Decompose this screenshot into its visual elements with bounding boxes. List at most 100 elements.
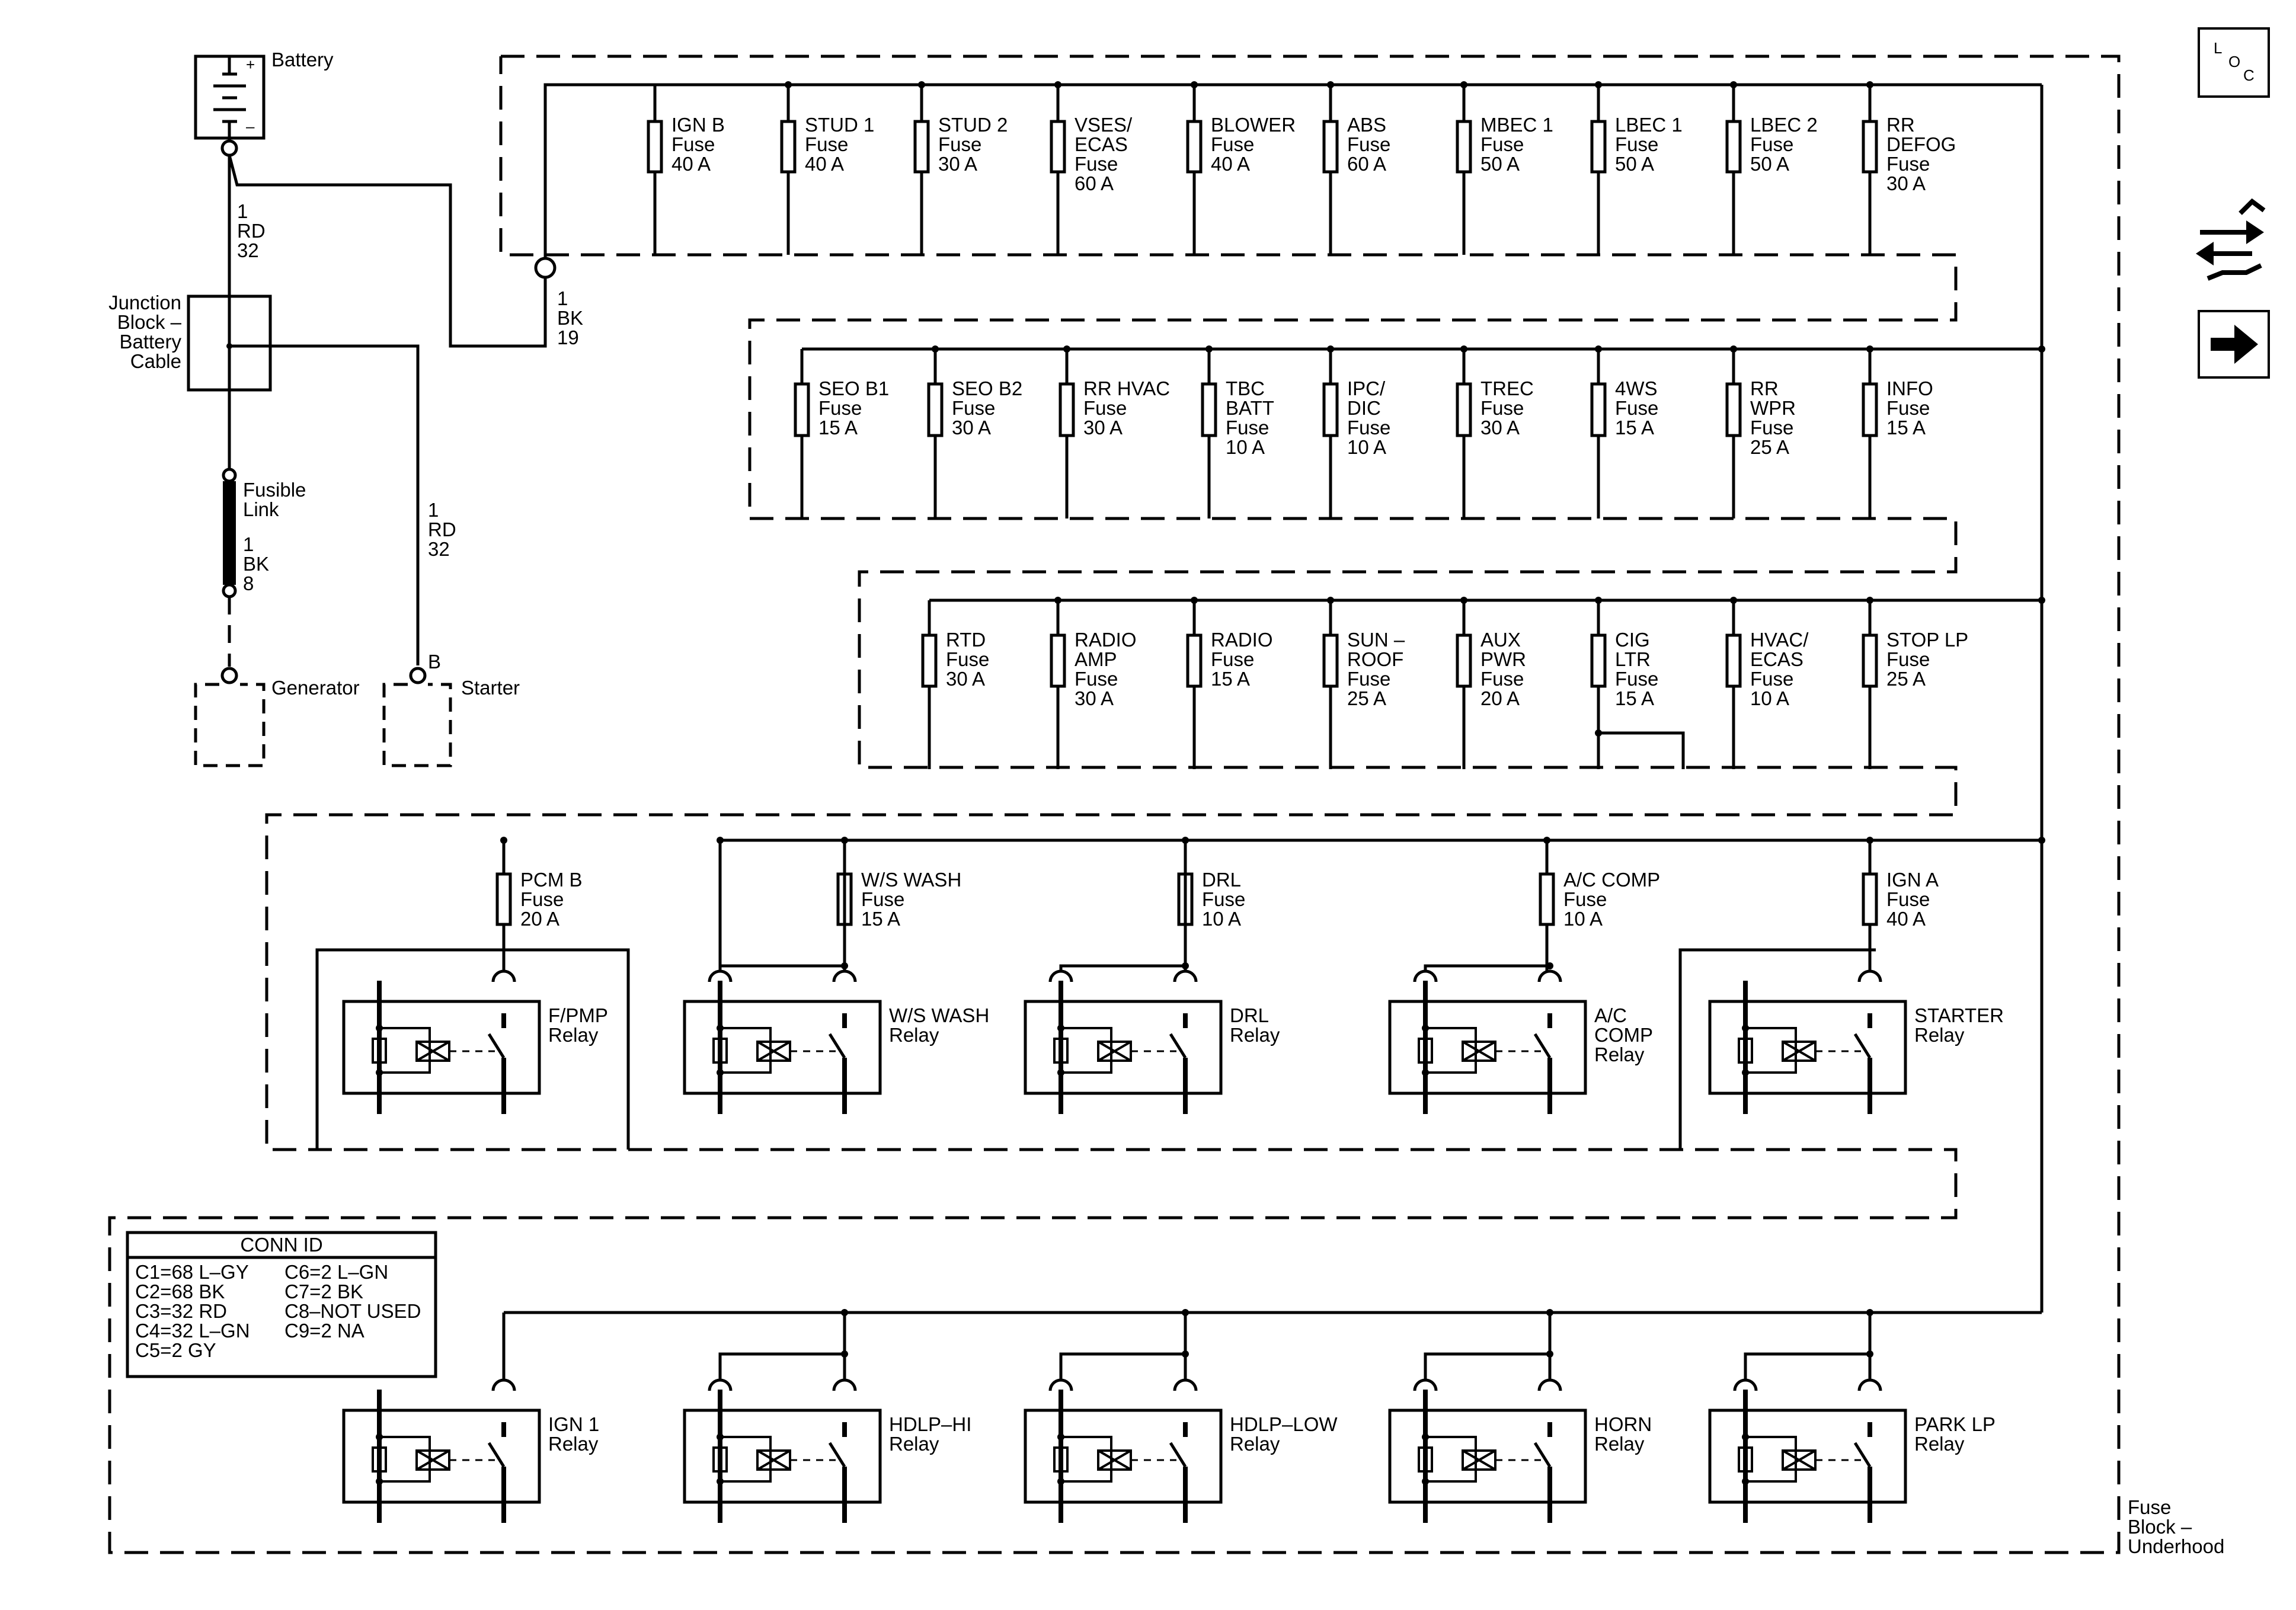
- fuse-label: HVAC/: [1750, 629, 1809, 651]
- fuse-label: 30 A: [946, 668, 985, 690]
- fuse-label: RR: [1886, 114, 1915, 136]
- fuse-label: Fuse: [1347, 133, 1390, 155]
- relay-label: Relay: [1914, 1433, 1965, 1455]
- fuse-label: 10 A: [1347, 436, 1386, 458]
- svg-text:C4=32 L–GN: C4=32 L–GN: [135, 1320, 250, 1342]
- svg-text:Link: Link: [243, 498, 279, 520]
- fuse-label: RTD: [946, 629, 986, 651]
- battery-minus-label: –: [246, 117, 255, 135]
- fuse-label: WPR: [1750, 397, 1796, 419]
- fuse-label: 50 A: [1615, 153, 1654, 175]
- starter-label: Starter: [461, 677, 520, 699]
- fuse-label: IGN B: [671, 114, 725, 136]
- fuse-label: DIC: [1347, 397, 1381, 419]
- fuse-label: ECAS: [1075, 133, 1128, 155]
- fuse-label: Fuse: [1202, 888, 1245, 910]
- relay-label: HDLP–HI: [889, 1413, 971, 1435]
- fuse-label: 4WS: [1615, 377, 1658, 399]
- starter-component: Starter: [382, 667, 520, 767]
- relay-label: Relay: [1230, 1433, 1280, 1455]
- fuse-label: ECAS: [1750, 648, 1803, 670]
- cig-ltr-jumper: [1595, 729, 1685, 769]
- relay-label: Relay: [1594, 1044, 1645, 1065]
- fuse-label: 15 A: [818, 417, 858, 438]
- svg-text:Underhood: Underhood: [2128, 1535, 2224, 1557]
- fuse-label: Fuse: [1083, 397, 1127, 419]
- svg-text:8: 8: [243, 572, 254, 594]
- fuse-label: 20 A: [1480, 687, 1520, 709]
- fuse-label: ROOF: [1347, 648, 1403, 670]
- battery-label: Battery: [271, 49, 334, 71]
- svg-text:1: 1: [237, 200, 248, 222]
- svg-text:BK: BK: [243, 553, 269, 575]
- fuse-label: 30 A: [938, 153, 977, 175]
- generator-component: Generator: [194, 677, 360, 767]
- fuse-label: 10 A: [1202, 908, 1241, 930]
- svg-text:1: 1: [428, 499, 439, 521]
- relay-label: HDLP–LOW: [1230, 1413, 1338, 1435]
- next-arrow-icon[interactable]: [2198, 310, 2270, 379]
- svg-text:O: O: [2228, 53, 2240, 71]
- fuse-label: Fuse: [1075, 668, 1118, 690]
- fuse-label: 60 A: [1347, 153, 1386, 175]
- fuse-label: Fuse: [1075, 153, 1118, 175]
- fuse-label: Fuse: [1886, 888, 1930, 910]
- fuse-label: TBC: [1226, 377, 1265, 399]
- fuse-label: 15 A: [1211, 668, 1250, 690]
- fuse-label: STUD 1: [805, 114, 874, 136]
- relay-label: W/S WASH: [889, 1004, 989, 1026]
- fuse-label: Fuse: [1615, 397, 1658, 419]
- fuse-label: 10 A: [1226, 436, 1265, 458]
- fuse-label: Fuse: [1226, 417, 1269, 438]
- battery-plus-label: +: [246, 56, 255, 73]
- fuse-label: W/S WASH: [861, 869, 961, 891]
- relay-external-wiring: [315, 948, 1876, 1150]
- fuse-label: 25 A: [1886, 668, 1926, 690]
- fuse-label: A/C COMP: [1563, 869, 1660, 891]
- fuse-label: AMP: [1075, 648, 1117, 670]
- junction-block: Junction Block – Battery Cable: [108, 292, 420, 665]
- fuse-label: Fuse: [1750, 668, 1793, 690]
- fuse-label: 15 A: [1615, 687, 1654, 709]
- loc-icon[interactable]: L O C: [2198, 27, 2270, 98]
- fuse-label: ABS: [1347, 114, 1386, 136]
- fuse-label: Fuse: [952, 397, 995, 419]
- relay-label: Relay: [1230, 1024, 1280, 1046]
- fuse-label: 30 A: [1886, 172, 1926, 194]
- fuse-label: BLOWER: [1211, 114, 1296, 136]
- fuse-label: STUD 2: [938, 114, 1008, 136]
- fuse-label: Fuse: [1211, 648, 1254, 670]
- fuse-label: SUN –: [1347, 629, 1405, 651]
- svg-text:C8–NOT USED: C8–NOT USED: [284, 1300, 421, 1322]
- fuse-label: Fuse: [818, 397, 862, 419]
- svg-text:C2=68 BK: C2=68 BK: [135, 1281, 225, 1302]
- conn-id-table: CONN ID C1=68 L–GY C2=68 BK C3=32 RD C4=…: [126, 1231, 437, 1378]
- connector-view-icon[interactable]: [2196, 198, 2266, 281]
- fuse-label: IPC/: [1347, 377, 1386, 399]
- fuse-label: Fuse: [1750, 417, 1793, 438]
- svg-text:C: C: [2243, 66, 2255, 84]
- fuse-label: 30 A: [1480, 417, 1520, 438]
- relay-label: Relay: [889, 1433, 939, 1455]
- fuse-label: SEO B2: [952, 377, 1022, 399]
- fuse-label: STOP LP: [1886, 629, 1968, 651]
- wire-label-batt-junction: 1 RD 32: [237, 200, 266, 261]
